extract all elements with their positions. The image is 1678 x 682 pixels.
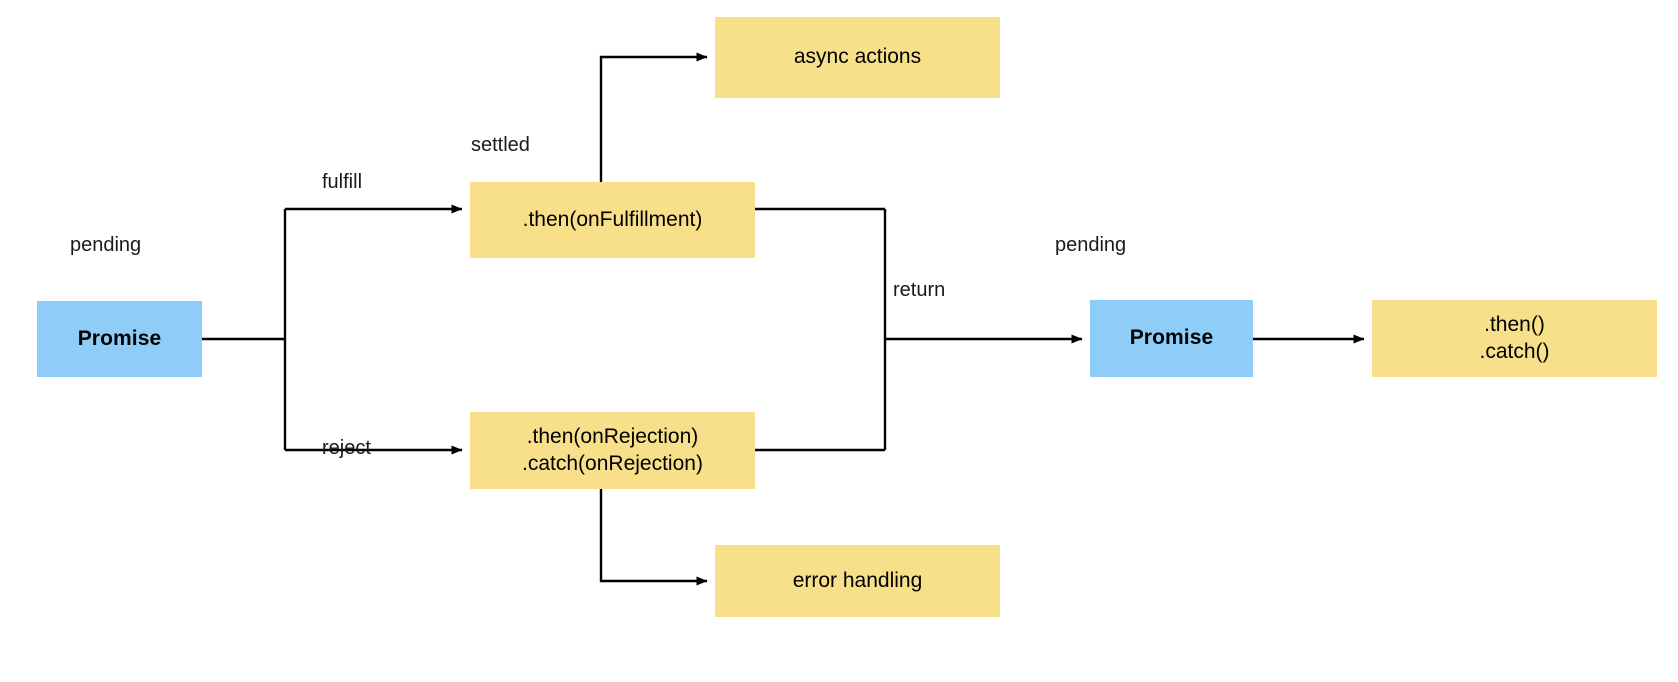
node-promise-returned[interactable]: Promise bbox=[1090, 300, 1253, 377]
node-then-catch-onrejection[interactable]: .then(onRejection) .catch(onRejection) bbox=[470, 412, 755, 489]
node-then-onfulfillment[interactable]: .then(onFulfillment) bbox=[470, 182, 755, 258]
edge-label-text: pending bbox=[1055, 234, 1127, 256]
node-label: .then() .catch() bbox=[1479, 312, 1550, 363]
edge-label-settled: settled bbox=[471, 134, 530, 157]
node-async-actions[interactable]: async actions bbox=[715, 17, 1000, 98]
node-then-catch[interactable]: .then() .catch() bbox=[1372, 300, 1657, 377]
node-error-handling[interactable]: error handling bbox=[715, 545, 1000, 617]
edge-label-fulfill: fulfill bbox=[322, 171, 362, 194]
edge-label-pending-returned: pending bbox=[1055, 234, 1126, 257]
node-label: .then(onRejection) .catch(onRejection) bbox=[522, 424, 703, 475]
node-label: Promise bbox=[77, 326, 162, 350]
node-promise-initial[interactable]: Promise bbox=[37, 301, 202, 377]
node-label: .then(onFulfillment) bbox=[522, 207, 703, 231]
edge-label-reject: reject bbox=[322, 437, 371, 460]
node-label: async actions bbox=[793, 45, 922, 69]
edge-rejection-to-error bbox=[599, 489, 708, 586]
edge-label-text: pending bbox=[70, 234, 142, 256]
edge-label-text: return bbox=[893, 279, 946, 301]
edge-label-text: settled bbox=[471, 134, 530, 156]
node-label: error handling bbox=[792, 568, 923, 592]
node-label: Promise bbox=[1129, 326, 1214, 350]
edge-label-return: return bbox=[893, 279, 945, 302]
edge-label-text: fulfill bbox=[322, 171, 363, 193]
edge-label-text: reject bbox=[322, 437, 371, 459]
edge-label-pending-initial: pending bbox=[70, 234, 141, 257]
edge-fulfillment-to-async bbox=[599, 52, 708, 182]
